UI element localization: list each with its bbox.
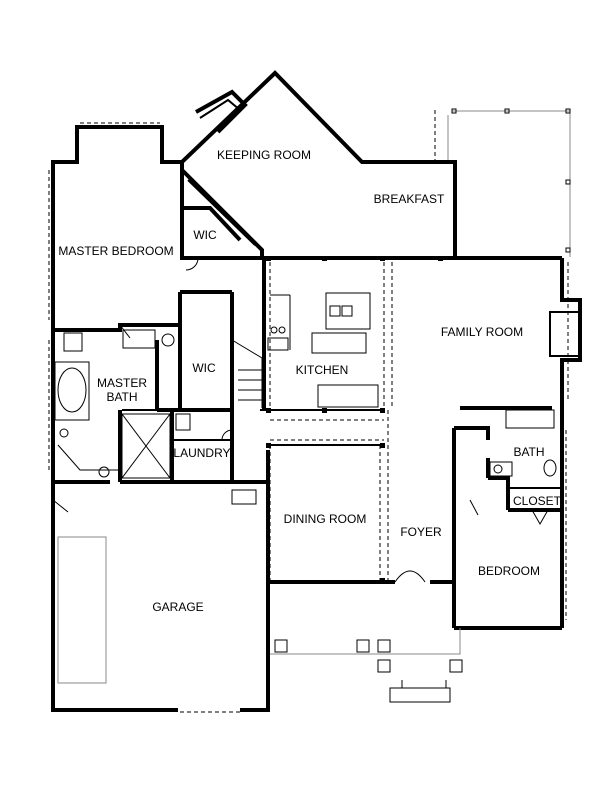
label-laundry: LAUNDRY [173,446,230,460]
central-walls [231,256,582,420]
label-master-bath-line1: MASTER [97,376,147,390]
label-dining-room: DINING ROOM [284,512,367,526]
label-closet: CLOSET [513,494,562,508]
doors [52,257,549,583]
posts [266,256,443,583]
label-wic-upper: WIC [193,228,217,242]
dining-foyer-walls [266,410,454,584]
master-suite-walls [48,122,240,484]
label-keeping-room: KEEPING ROOM [217,148,311,162]
porch-outline [447,108,571,257]
label-wic-lower: WIC [192,361,216,375]
label-master-bath-line2: BATH [106,390,137,404]
keeping-room-walls [180,70,457,260]
label-garage: GARAGE [152,600,203,614]
label-bedroom: BEDROOM [478,564,540,578]
label-kitchen: KITCHEN [296,363,349,377]
label-bath: BATH [513,445,544,459]
garage-walls [51,452,270,713]
label-family-room: FAMILY ROOM [441,325,523,339]
east-wing-walls [452,409,567,630]
label-master-bedroom: MASTER BEDROOM [58,244,173,258]
label-foyer: FOYER [400,525,442,539]
label-breakfast: BREAKFAST [374,192,445,206]
front-porch [267,582,463,703]
room-labels: KEEPING ROOM BREAKFAST MASTER BEDROOM WI… [58,148,561,614]
